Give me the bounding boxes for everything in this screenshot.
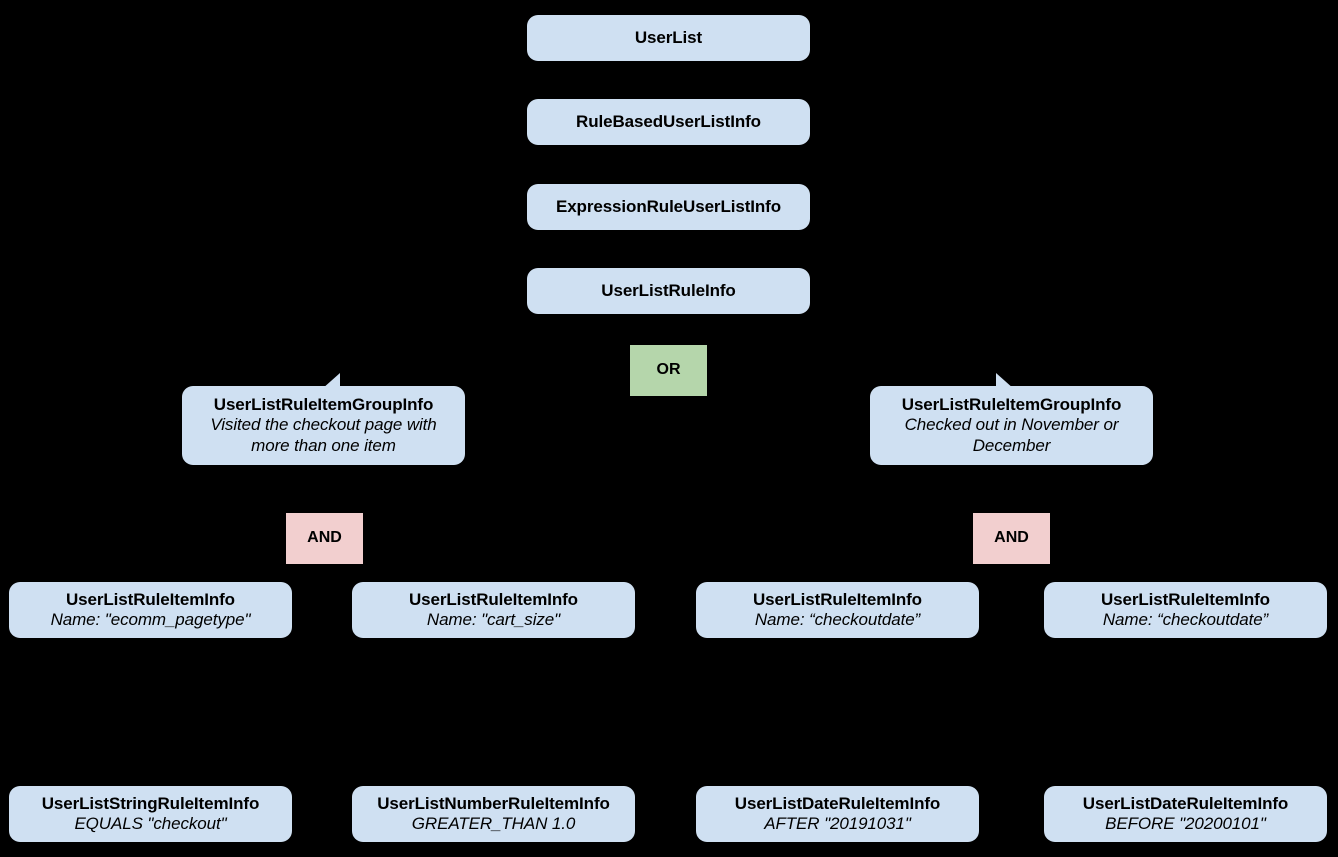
node-title: UserListStringRuleItemInfo (41, 793, 260, 813)
node-title: UserListRuleItemInfo (66, 589, 235, 609)
node-title: UserListNumberRuleItemInfo (377, 793, 610, 813)
node-description: AFTER "20191031" (764, 814, 911, 833)
node-typed-item-3[interactable]: UserListDateRuleItemInfo BEFORE "2020010… (1044, 786, 1327, 842)
node-description: Name: "ecomm_pagetype" (50, 610, 251, 629)
node-group-left[interactable]: UserListRuleItemGroupInfo Visited the ch… (182, 386, 465, 465)
node-typed-item-1[interactable]: UserListNumberRuleItemInfo GREATER_THAN … (352, 786, 635, 842)
node-description: Checked out in November or December (904, 415, 1119, 455)
operator-label: OR (656, 361, 681, 379)
node-rule-item-2[interactable]: UserListRuleItemInfo Name: “checkoutdate… (696, 582, 979, 638)
operator-label: AND (307, 529, 342, 547)
node-group-right[interactable]: UserListRuleItemGroupInfo Checked out in… (870, 386, 1153, 465)
node-title: UserListDateRuleItemInfo (734, 793, 941, 813)
node-title: UserListRuleInfo (601, 280, 736, 300)
node-description: BEFORE "20200101" (1105, 814, 1266, 833)
operator-and-left[interactable]: AND (286, 513, 363, 564)
node-rule-item-3[interactable]: UserListRuleItemInfo Name: “checkoutdate… (1044, 582, 1327, 638)
node-title: ExpressionRuleUserListInfo (555, 196, 782, 216)
node-title: UserList (634, 27, 703, 47)
node-description: GREATER_THAN 1.0 (411, 814, 576, 833)
node-description: Name: “checkoutdate” (1102, 610, 1269, 629)
node-title: UserListRuleItemInfo (409, 589, 578, 609)
node-title: RuleBasedUserListInfo (576, 111, 761, 131)
node-user-list[interactable]: UserList (527, 15, 810, 61)
node-title: UserListRuleItemInfo (753, 589, 922, 609)
node-rule-item-0[interactable]: UserListRuleItemInfo Name: "ecomm_pagety… (9, 582, 292, 638)
operator-or[interactable]: OR (630, 345, 707, 396)
node-rule-item-1[interactable]: UserListRuleItemInfo Name: "cart_size" (352, 582, 635, 638)
node-description: EQUALS "checkout" (74, 814, 227, 833)
node-title: UserListRuleItemGroupInfo (901, 395, 1122, 415)
node-rule-based-user-list-info[interactable]: RuleBasedUserListInfo (527, 99, 810, 145)
operator-and-right[interactable]: AND (973, 513, 1050, 564)
operator-label: AND (994, 529, 1029, 547)
node-title: UserListDateRuleItemInfo (1082, 793, 1289, 813)
node-typed-item-2[interactable]: UserListDateRuleItemInfo AFTER "20191031… (696, 786, 979, 842)
node-description: Visited the checkout page with more than… (210, 415, 437, 455)
node-description: Name: "cart_size" (426, 610, 561, 629)
node-typed-item-0[interactable]: UserListStringRuleItemInfo EQUALS "check… (9, 786, 292, 842)
node-expression-rule-user-list-info[interactable]: ExpressionRuleUserListInfo (527, 184, 810, 230)
node-user-list-rule-info[interactable]: UserListRuleInfo (527, 268, 810, 314)
node-title: UserListRuleItemInfo (1101, 589, 1270, 609)
node-description: Name: “checkoutdate” (754, 610, 921, 629)
node-title: UserListRuleItemGroupInfo (213, 395, 434, 415)
